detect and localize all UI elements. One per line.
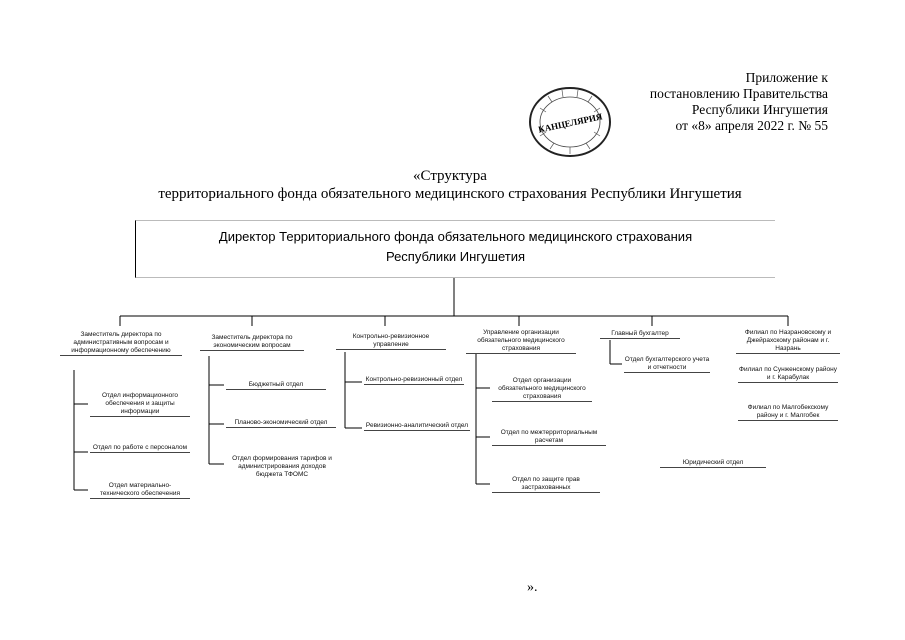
deputy-econ-box: Заместитель директора по экономическим в… [200,334,304,351]
appendix-block: Приложение к постановлению Правительства… [600,70,828,134]
closing-quote: ». [527,580,538,595]
branch-box: Филиал по Малгобекскому району и г. Малг… [738,404,838,421]
box-label: Отдел материально-технического обеспечен… [99,482,181,497]
box-label: Отдел организации обязательного медицинс… [498,377,586,400]
box-label: Отдел бухгалтерского учета и отчетности [624,356,710,371]
dept-box: Отдел информационного обеспечения и защи… [90,392,190,417]
appendix-line: от «8» апреля 2022 г. № 55 [675,118,828,133]
dept-box: Контрольно-ревизионный отдел [364,376,464,385]
box-label: Отдел по межтерриториальным расчетам [500,429,598,444]
dept-box: Бюджетный отдел [226,381,326,390]
box-label: Главный бухгалтер [611,330,669,337]
dept-box: Отдел формирования тарифов и администрир… [226,455,338,479]
box-label: Отдел по защите прав застрахованных [512,476,580,491]
box-label: Управление организации обязательного мед… [477,329,565,352]
dept-box: Отдел по защите прав застрахованных [492,476,600,493]
director-line: Республики Ингушетия [385,249,526,264]
box-label: Юридический отдел [682,459,744,466]
box-label: Отдел по работе с персоналом [92,444,188,451]
dept-box: Отдел бухгалтерского учета и отчетности [624,356,710,373]
oms-dept-box: Управление организации обязательного мед… [466,329,576,354]
branch-box: Филиал по Назрановскому и Джейрахскому р… [736,329,840,354]
dept-box: Отдел по межтерриториальным расчетам [492,429,606,446]
dept-box: Отдел материально-технического обеспечен… [90,482,190,499]
box-label: Контрольно-ревизионное управление [352,333,430,348]
box-label: Заместитель директора по административны… [71,331,171,354]
box-label: Ревизионно-аналитический отдел [365,422,469,429]
box-label: Филиал по Назрановскому и Джейрахскому р… [744,329,832,352]
appendix-line: постановлению Правительства [649,86,828,101]
director-box: Директор Территориального фонда обязател… [135,220,775,278]
director-line: Директор Территориального фонда обязател… [218,229,693,244]
branch-box: Филиал по Сунженскому району и г. Карабу… [738,366,838,383]
box-label: Отдел формирования тарифов и администрир… [232,455,332,478]
box-label: Планово-экономический отдел [234,419,328,426]
kru-box: Контрольно-ревизионное управление [336,333,446,350]
legal-dept-box: Юридический отдел [660,459,766,468]
doc-title-line2: территориального фонда обязательного мед… [158,186,742,202]
box-label: Филиал по Малгобекскому району и г. Малг… [747,404,829,419]
doc-title-line1: «Структура [413,168,487,184]
dept-box: Планово-экономический отдел [226,419,336,428]
deputy-admin-box: Заместитель директора по административны… [60,331,182,356]
chief-accountant-box: Главный бухгалтер [600,330,680,339]
appendix-line: Республики Ингушетия [691,102,828,117]
box-label: Бюджетный отдел [248,381,304,388]
office-stamp: КАНЦЕЛЯРИЯ [526,86,614,158]
appendix-line: Приложение к [745,70,828,85]
dept-box: Отдел по работе с персоналом [90,444,190,453]
box-label: Контрольно-ревизионный отдел [365,376,463,383]
box-label: Заместитель директора по экономическим в… [211,334,293,349]
dept-box: Отдел организации обязательного медицинс… [492,377,592,402]
box-label: Отдел информационного обеспечения и защи… [101,392,179,415]
box-label: Филиал по Сунженскому району и г. Карабу… [739,366,837,381]
dept-box: Ревизионно-аналитический отдел [364,422,470,431]
